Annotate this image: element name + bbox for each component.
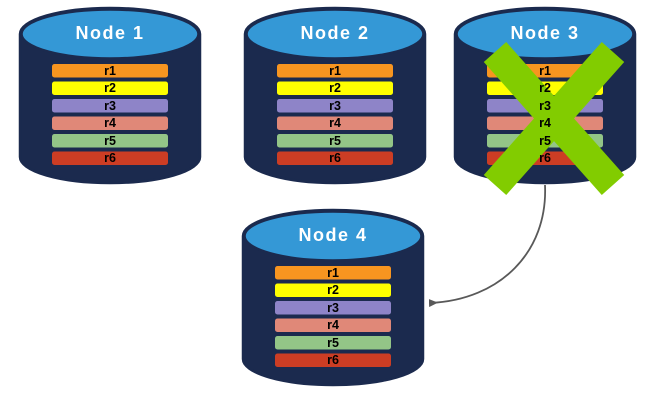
failure-cross-icon [483,42,625,195]
row-stripe-node-4-r5[interactable] [275,336,391,350]
row-stripe-node-1-r2[interactable] [52,81,168,96]
cylinder-top-node-4 [243,210,423,262]
nodes-layer [18,6,637,387]
row-stripe-node-4-r3[interactable] [275,301,391,315]
row-stripe-node-4-r1[interactable] [275,266,391,280]
row-stripe-node-1-r4[interactable] [52,116,168,131]
row-stripe-node-2-r4[interactable] [277,116,393,131]
database-cylinder-node-1[interactable] [18,6,202,185]
row-stripe-node-2-r1[interactable] [277,64,393,78]
row-stripe-node-1-r3[interactable] [52,99,168,113]
failure-cross-stroke-2 [483,42,625,195]
row-stripe-node-1-r6[interactable] [52,151,168,166]
row-stripe-node-1-r5[interactable] [52,134,168,148]
row-stripe-node-1-r1[interactable] [52,64,168,78]
replication-arrow [428,184,546,308]
cylinder-top-node-3 [455,8,635,60]
row-stripe-node-2-r5[interactable] [277,134,393,148]
database-cylinder-node-2[interactable] [243,6,427,185]
row-stripe-node-2-r3[interactable] [277,99,393,113]
cylinder-top-node-2 [245,8,425,60]
database-cylinder-node-4[interactable] [241,208,425,387]
row-stripe-node-2-r6[interactable] [277,151,393,166]
row-stripe-node-4-r6[interactable] [275,353,391,368]
overlay-layer [428,42,625,308]
row-stripe-node-4-r4[interactable] [275,318,391,333]
cylinder-top-node-1 [20,8,200,60]
row-stripe-node-4-r2[interactable] [275,283,391,298]
row-stripe-node-2-r2[interactable] [277,81,393,96]
